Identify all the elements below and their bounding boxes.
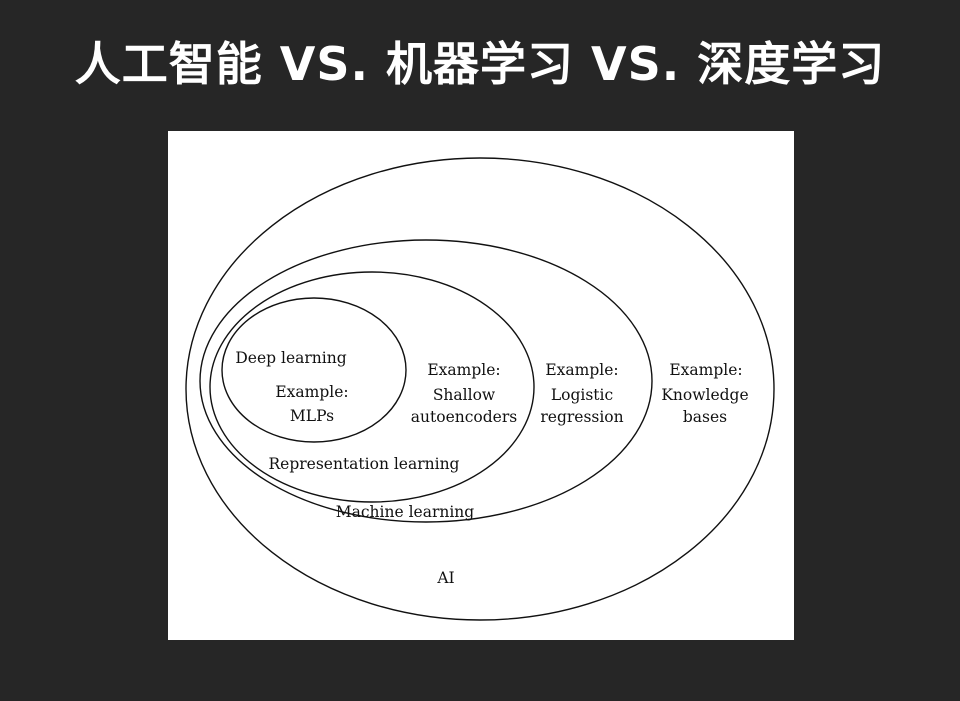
ai-example-line2: bases	[683, 408, 727, 426]
ai-example-line1: Knowledge	[661, 386, 748, 404]
nested-sets-diagram: Deep learning Example: MLPs Example: Sha…	[185, 157, 775, 621]
machine-learning-example-line1: Logistic	[551, 386, 613, 404]
representation-learning-example-heading: Example:	[427, 361, 500, 379]
ai-label: AI	[436, 569, 454, 587]
machine-learning-example-heading: Example:	[545, 361, 618, 379]
ai-example-heading: Example:	[669, 361, 742, 379]
representation-learning-example-line1: Shallow	[433, 386, 496, 404]
machine-learning-label: Machine learning	[336, 503, 475, 521]
venn-diagram-panel: Deep learning Example: MLPs Example: Sha…	[168, 131, 794, 640]
slide-title: 人工智能 VS. 机器学习 VS. 深度学习	[74, 37, 886, 91]
deep-learning-example: MLPs	[290, 407, 334, 425]
machine-learning-example-line2: regression	[540, 408, 623, 426]
ai-ellipse	[185, 157, 775, 621]
representation-learning-ellipse	[209, 271, 535, 503]
machine-learning-ellipse	[199, 239, 653, 523]
deep-learning-ellipse	[221, 297, 407, 443]
representation-learning-example-line2: autoencoders	[411, 408, 517, 426]
representation-learning-label: Representation learning	[269, 455, 460, 473]
deep-learning-example-heading: Example:	[275, 383, 348, 401]
deep-learning-label: Deep learning	[235, 349, 346, 367]
